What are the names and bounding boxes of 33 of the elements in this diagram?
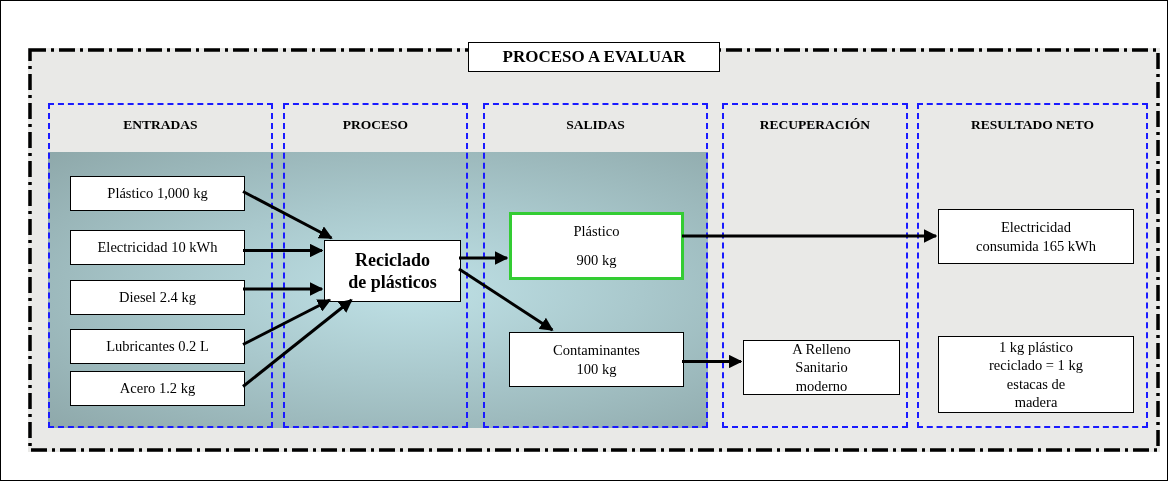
process-box: Acero 1.2 kg	[70, 371, 245, 406]
column-heading: SALIDAS	[565, 117, 626, 133]
arrow	[243, 282, 324, 296]
arrow	[459, 251, 509, 265]
highlight-box	[509, 212, 684, 280]
column-heading: RESULTADO NETO	[969, 117, 1096, 133]
arrow	[242, 298, 353, 388]
process-box: Reciclado de plásticos	[324, 240, 461, 302]
column-heading: RECUPERACIÓN	[758, 117, 872, 133]
arrow	[682, 229, 938, 243]
process-box: A Relleno Sanitario moderno	[743, 340, 900, 395]
process-box: 1 kg plástico reciclado = 1 kg estacas de madera	[938, 336, 1134, 413]
column-heading: ENTRADAS	[122, 117, 199, 133]
arrow	[242, 298, 332, 346]
process-box: Diesel 2.4 kg	[70, 280, 245, 315]
title-box: PROCESO A EVALUAR	[468, 42, 720, 72]
column-panel	[722, 103, 908, 428]
arrow	[458, 267, 554, 332]
column-panel	[483, 103, 708, 428]
process-box: Contaminantes 100 kg	[509, 332, 684, 387]
process-box: Plástico 1,000 kg	[70, 176, 245, 211]
column-panel	[283, 103, 468, 428]
column-panel	[48, 103, 273, 428]
arrow	[242, 190, 333, 240]
arrow	[243, 243, 324, 258]
column-panel	[917, 103, 1148, 428]
box-text: Plástico	[573, 222, 620, 241]
column-heading: PROCESO	[341, 117, 410, 133]
arrow	[682, 354, 743, 369]
process-box: Lubricantes 0.2 L	[70, 329, 245, 364]
box-text: 900 kg	[576, 251, 617, 270]
process-box: Electricidad 10 kWh	[70, 230, 245, 265]
process-box: Electricidad consumida 165 kWh	[938, 209, 1134, 264]
